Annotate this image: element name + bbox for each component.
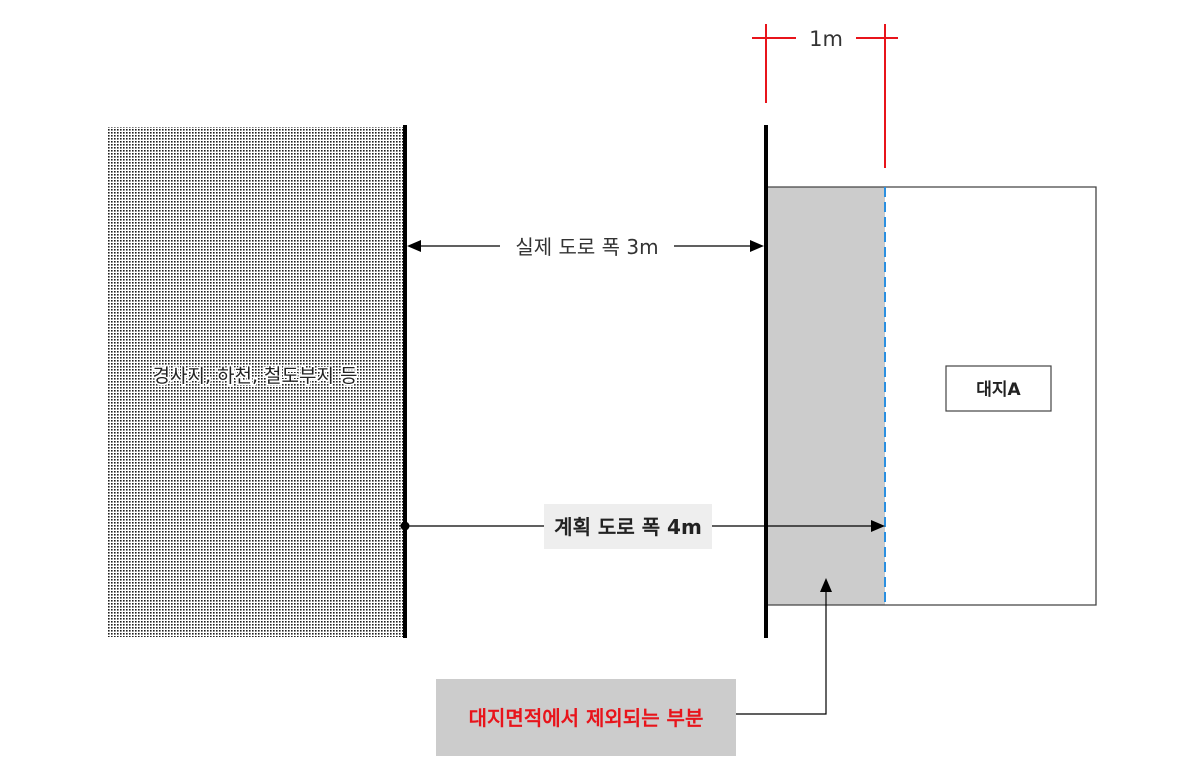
planned-road-width-label: 계획 도로 폭 4m [554,515,702,539]
slope-area-label: 경사지, 하천, 철도부지 등 [153,365,358,387]
lot-label-box [945,365,1052,412]
excluded-callout-leader [736,592,827,715]
excluded-area-label: 대지면적에서 제외되는 부분 [469,706,704,730]
planned-width-label-box [544,504,712,549]
actual-width-arrow-left [407,240,421,252]
excluded-area-label-box [436,679,736,756]
lot-label: 대지A [976,380,1021,400]
actual-road-width-label: 실제 도로 폭 3m [515,235,658,259]
lot-a-outline [766,186,1097,606]
planned-width-arrow [871,520,885,532]
actual-width-arrow-right [750,240,764,252]
excluded-callout-arrow [820,578,832,592]
excluded-area-fill [766,187,885,605]
slope-area-hatch [107,127,403,637]
excluded-width-label: 1m [809,27,843,51]
